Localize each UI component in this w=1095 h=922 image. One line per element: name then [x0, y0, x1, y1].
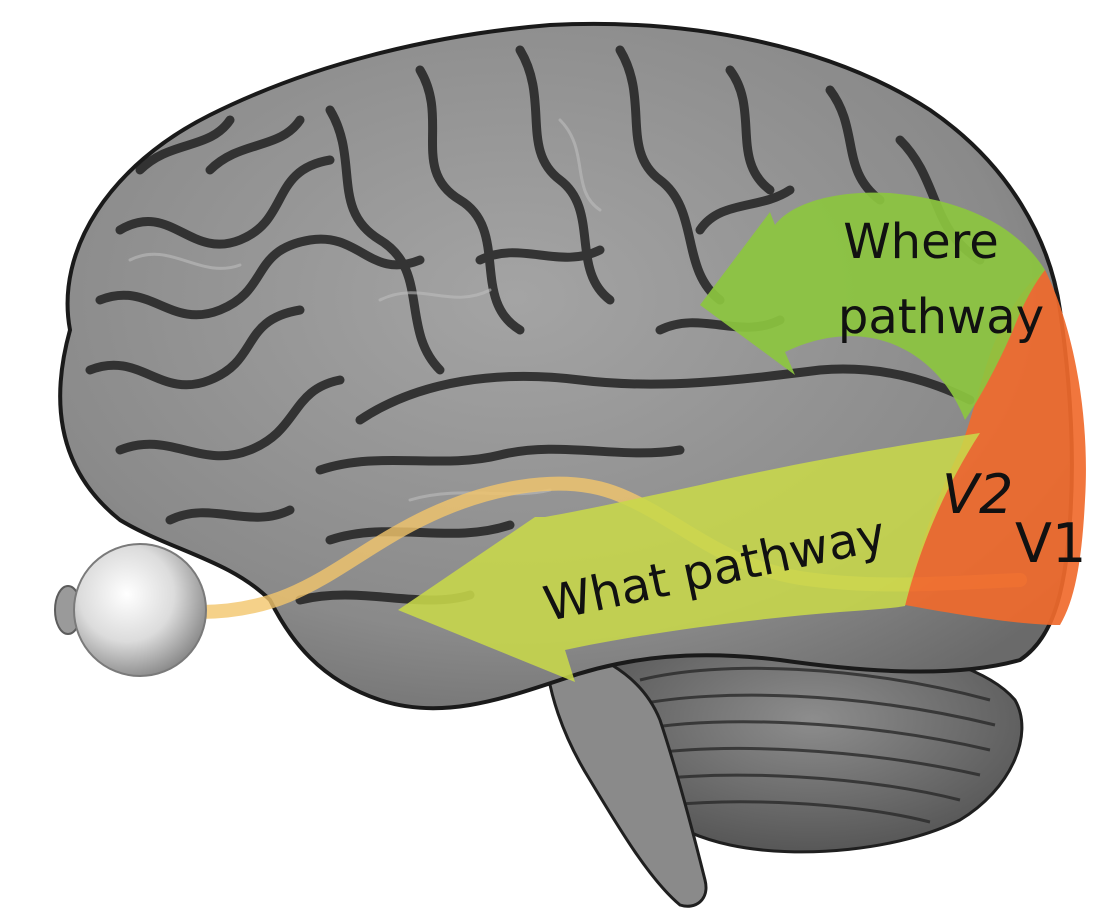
- where-pathway-arrow: [700, 192, 1045, 420]
- v1-label: V1: [1015, 512, 1086, 575]
- what-pathway-arrow: [398, 433, 980, 682]
- v2-label: V2: [942, 463, 1013, 526]
- where-pathway-label-line2: pathway: [838, 289, 1044, 345]
- eyeball-icon: [54, 543, 207, 677]
- where-pathway-label-line1: Where: [843, 214, 999, 270]
- brain-stem: [543, 638, 708, 908]
- visual-cortex-region: [905, 270, 1086, 625]
